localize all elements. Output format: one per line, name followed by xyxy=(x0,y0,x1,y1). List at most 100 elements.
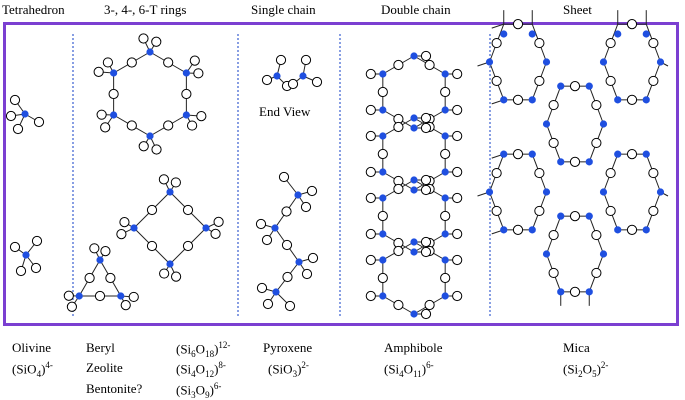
oxygen-atom xyxy=(163,57,174,68)
silicon-atom xyxy=(500,30,508,38)
oxygen-atom xyxy=(365,130,376,142)
oxygen-atom xyxy=(146,204,158,216)
silicon-atom xyxy=(557,212,565,220)
silicon-atom xyxy=(500,96,508,104)
oxygen-atom xyxy=(648,37,659,49)
oxygen-atom xyxy=(5,110,17,122)
silicon-atom xyxy=(642,150,650,158)
oxygen-atom xyxy=(452,130,463,142)
oxygen-atom xyxy=(591,229,602,241)
oxygen-atom xyxy=(534,75,545,87)
silicon-atom xyxy=(614,30,622,38)
silicon-atom xyxy=(585,158,593,166)
oxygen-atom xyxy=(393,121,404,133)
silicon-atom xyxy=(295,258,303,266)
oxygen-atom xyxy=(96,109,107,120)
oxygen-atom xyxy=(186,120,198,131)
oxygen-atom xyxy=(33,116,45,128)
silicon-atom xyxy=(485,58,494,66)
oxygen-atom xyxy=(182,204,194,216)
atoms xyxy=(5,19,665,320)
silicon-atom xyxy=(272,288,280,296)
silicon-atom xyxy=(441,106,449,114)
oxygen-atom xyxy=(548,99,559,111)
silicon-atom xyxy=(542,58,551,66)
silicon-atom xyxy=(410,176,418,184)
silicon-atom xyxy=(542,188,551,196)
zeolite-name: Zeolite xyxy=(86,360,123,375)
diagram-frame xyxy=(3,22,679,326)
oxygen-atom xyxy=(512,19,524,30)
oxygen-atom xyxy=(626,224,638,235)
silicon-atom xyxy=(117,292,125,300)
silicon-atom xyxy=(500,150,508,158)
oxygen-atom xyxy=(605,205,616,217)
oxygen-atom xyxy=(569,156,581,167)
silicon-atom xyxy=(528,150,536,158)
oxygen-atom xyxy=(512,149,524,160)
oxygen-atom xyxy=(301,268,313,280)
oxygen-atom xyxy=(365,254,376,266)
oxygen-atom xyxy=(534,167,545,179)
silicon-atom xyxy=(528,96,536,104)
silicon-atom xyxy=(441,168,449,176)
oxygen-atom xyxy=(452,104,463,116)
oxygen-atom xyxy=(512,224,524,235)
oxygen-atom xyxy=(626,94,638,105)
amphibole-name: Amphibole xyxy=(384,340,443,355)
oxygen-atom xyxy=(102,57,114,68)
oxygen-atom xyxy=(420,174,432,186)
oxygen-atom xyxy=(193,68,204,79)
header-tetrahedron: Tetrahedron xyxy=(2,2,65,17)
oxygen-atom xyxy=(365,68,376,80)
silicon-atom xyxy=(599,120,608,128)
silicon-atom xyxy=(528,30,536,38)
silicon-atom xyxy=(614,150,622,158)
silicon-atom xyxy=(22,251,30,259)
oxygen-atom xyxy=(440,272,451,284)
silicon-atom xyxy=(656,58,665,66)
silicon-atom xyxy=(557,82,565,90)
oxygen-atom xyxy=(284,300,296,312)
oxygen-atom xyxy=(278,171,290,183)
oxygen-atom xyxy=(287,78,299,90)
silicon-atom xyxy=(379,230,387,238)
oxygen-atom xyxy=(210,228,221,239)
silicon-atom xyxy=(441,70,449,78)
oxygen-atom xyxy=(66,301,78,312)
silicon-atom xyxy=(599,188,608,196)
silicon-atom xyxy=(585,82,593,90)
silicon-atom xyxy=(542,120,551,128)
oxygen-atom xyxy=(159,268,170,279)
oxygen-atom xyxy=(281,239,293,251)
oxygen-atom xyxy=(591,99,602,111)
oxygen-atom xyxy=(170,177,181,188)
bond xyxy=(491,23,504,29)
oxygen-atom xyxy=(534,37,545,49)
amphibole-formula: (Si4O11)6- xyxy=(384,360,434,379)
olivine-name: Olivine xyxy=(12,340,51,355)
oxygen-atom xyxy=(605,75,616,87)
silicon-atom xyxy=(146,132,154,140)
bentonite-name: Bentonite? xyxy=(86,381,143,396)
silicon-atom xyxy=(273,72,281,80)
silicon-atom xyxy=(528,226,536,234)
silicon-atom xyxy=(182,111,190,119)
oxygen-atom xyxy=(146,240,158,252)
mica-name: Mica xyxy=(563,340,590,355)
oxygen-atom xyxy=(605,167,616,179)
oxygen-atom xyxy=(108,88,119,100)
oxygen-atom xyxy=(9,241,21,253)
silicon-atom xyxy=(379,168,387,176)
oxygen-atom xyxy=(196,111,207,122)
oxygen-atom xyxy=(12,123,24,135)
silicon-atom xyxy=(642,96,650,104)
oxygen-atom xyxy=(420,308,432,320)
oxygen-atom xyxy=(648,167,659,179)
oxygen-atom xyxy=(452,228,463,240)
oxygen-atom xyxy=(491,205,502,217)
silicon-atom xyxy=(379,292,387,300)
oxygen-atom xyxy=(512,94,524,105)
silicon-atom xyxy=(410,186,418,194)
oxygen-atom xyxy=(420,236,432,248)
